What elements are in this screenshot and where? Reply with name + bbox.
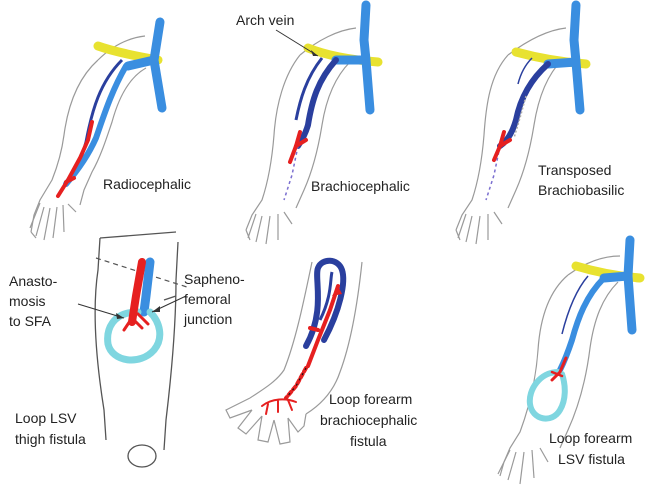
label-transposed-brachiobasilic: Transposed Brachiobasilic — [538, 162, 624, 198]
callout-arch-vein: Arch vein — [236, 12, 294, 28]
panel-transposed-brachiobasilic: Transposed Brachiobasilic — [456, 5, 624, 244]
arterial-branch — [310, 328, 318, 330]
panel-loop-lsv-thigh: Anasto- mosis to SFA Sapheno- femoral ju… — [9, 232, 249, 467]
label-loop-lsv-thigh: Loop LSV thigh fistula — [15, 410, 86, 447]
panel-brachiocephalic: Arch vein Brachiocephalic — [236, 5, 410, 244]
label-brachiocephalic: Brachiocephalic — [311, 178, 410, 194]
panel-loop-forearm-brachiocephalic: Loop forearm brachiocephalic fistula — [226, 261, 421, 449]
callout-saphenofemoral-junction: Sapheno- femoral junction — [183, 271, 249, 327]
callout-anastomosis-to-sfa: Anasto- mosis to SFA — [9, 273, 61, 329]
central-vein — [128, 22, 162, 108]
label-loop-forearm-brachiocephalic: Loop forearm brachiocephalic fistula — [320, 391, 421, 449]
central-vein — [336, 5, 370, 110]
central-vein — [604, 240, 632, 330]
femoral-vein — [144, 262, 150, 312]
palmar-arch — [262, 399, 296, 414]
label-loop-forearm-lsv: Loop forearm LSV fistula — [549, 430, 636, 467]
cephalic-vein — [560, 278, 604, 370]
callout-arrowhead — [152, 306, 160, 312]
panel-loop-forearm-lsv: Loop forearm LSV fistula — [498, 240, 640, 484]
panel-radiocephalic: Radiocephalic — [30, 22, 191, 240]
loop-vein — [306, 261, 343, 346]
label-radiocephalic: Radiocephalic — [103, 176, 191, 192]
cephalic-vein — [298, 60, 336, 146]
